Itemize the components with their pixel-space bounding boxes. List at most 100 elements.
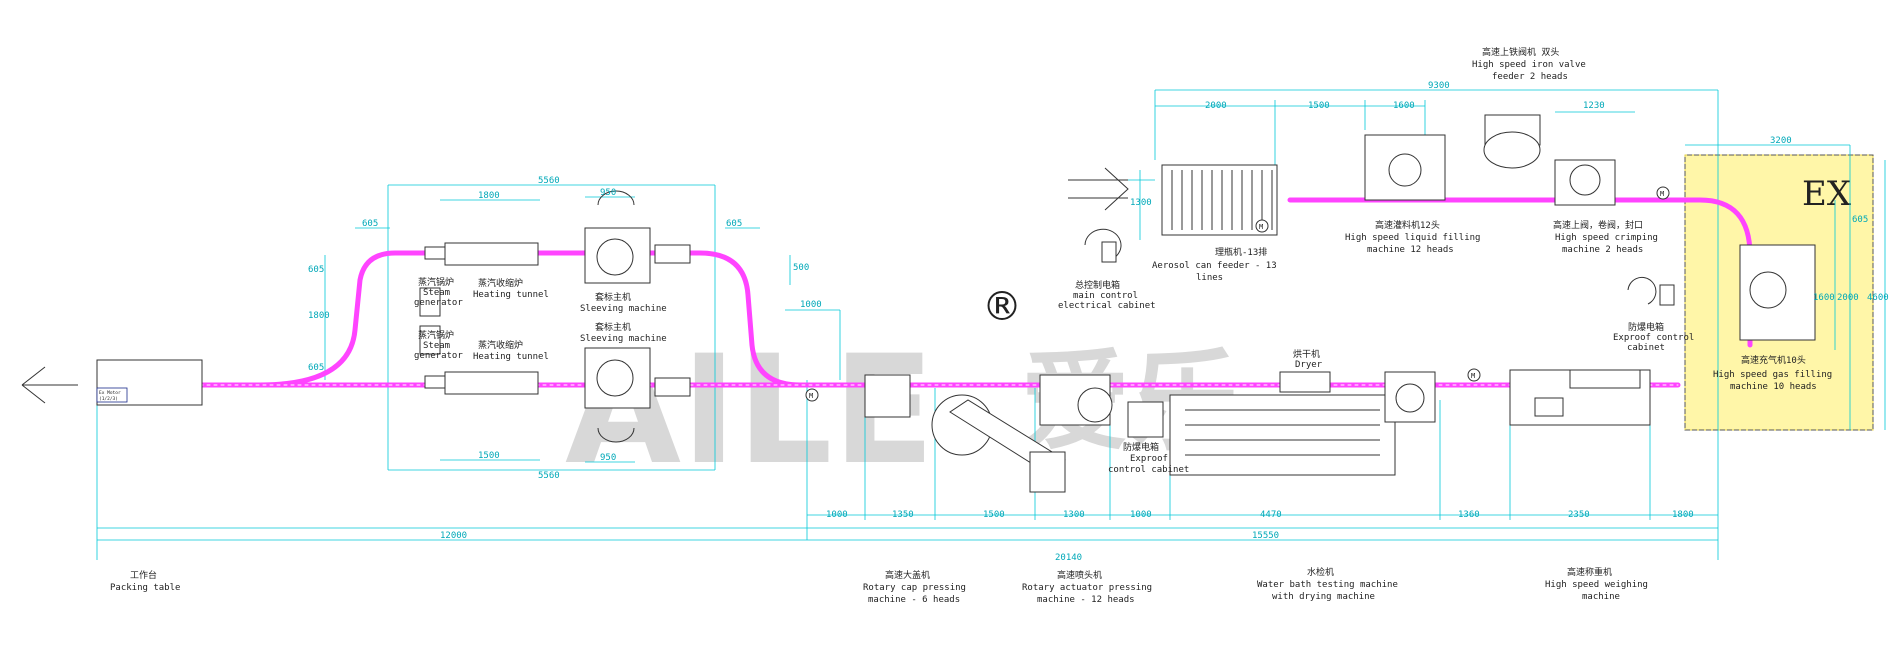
svg-text:Rotary actuator pressing: Rotary actuator pressing — [1022, 583, 1152, 593]
top-row-machines — [1161, 114, 1816, 341]
exproof-control-cabinet-bottom — [1127, 401, 1164, 438]
svg-text:Exproof control: Exproof control — [1613, 333, 1694, 343]
label-water-bath: 水检机 Water bath testing machine with dryi… — [1257, 566, 1398, 602]
dim-top-5: 3200 — [1770, 136, 1792, 146]
label-steam-top: 蒸汽锅炉 Steam generator — [414, 276, 463, 308]
svg-text:水检机: 水检机 — [1307, 566, 1334, 578]
dim-zone-1: 1600 — [1813, 293, 1835, 303]
svg-text:lines: lines — [1196, 273, 1223, 283]
output-arrow — [21, 366, 78, 404]
conveyor-sleeve-loop — [257, 250, 803, 388]
svg-text:蒸汽收缩炉: 蒸汽收缩炉 — [478, 339, 523, 351]
dryer — [1279, 371, 1331, 393]
packing-table: Ex Motor (1/2/3) — [96, 359, 203, 406]
dim-sleeve-3: 1500 — [478, 451, 500, 461]
svg-text:高速称重机: 高速称重机 — [1567, 566, 1612, 578]
motor-icon-4: M — [1255, 219, 1269, 233]
machine-labels: 工作台 Packing table 高速大盖机 Rotary cap press… — [110, 46, 1832, 605]
dim-bottom-2: 1500 — [983, 510, 1005, 520]
label-heating-bottom: 蒸汽收缩炉 Heating tunnel — [473, 339, 549, 362]
svg-text:Sleeving machine: Sleeving machine — [580, 304, 667, 314]
dim-right-block: 15550 — [1252, 531, 1279, 541]
svg-text:High speed weighing: High speed weighing — [1545, 580, 1648, 590]
dim-bottom-3: 1300 — [1063, 510, 1085, 520]
packing-table-plate-line-2: (1/2/3) — [99, 396, 118, 402]
motor-symbols: M M M M — [805, 186, 1670, 402]
svg-text:M: M — [1660, 190, 1664, 198]
label-cap-pressing: 高速大盖机 Rotary cap pressing machine - 6 he… — [863, 569, 966, 605]
cap-pressing-base — [864, 374, 911, 418]
svg-text:Rotary cap pressing: Rotary cap pressing — [863, 583, 966, 593]
svg-text:高速充气机10头: 高速充气机10头 — [1741, 354, 1806, 366]
dim-sleeve-0: 5560 — [538, 176, 560, 186]
label-main-cabinet: 总控制电箱 main control electrical cabinet — [1058, 279, 1156, 311]
label-crimping: 高速上阀，卷阀，封口 High speed crimping machine 2… — [1553, 219, 1658, 255]
svg-text:cabinet: cabinet — [1627, 343, 1665, 353]
svg-text:High speed crimping: High speed crimping — [1555, 233, 1658, 243]
svg-text:High speed liquid filling: High speed liquid filling — [1345, 233, 1480, 243]
water-bath — [1169, 394, 1396, 476]
svg-text:套标主机: 套标主机 — [595, 291, 631, 303]
exproof-control-cabinet-right — [1627, 276, 1657, 305]
motor-icon-2: M — [1467, 368, 1481, 382]
inbound-arrow — [1068, 167, 1129, 211]
dim-zone-0: 605 — [1852, 215, 1868, 225]
svg-text:High speed iron valve: High speed iron valve — [1472, 60, 1586, 70]
svg-text:Steam: Steam — [423, 341, 450, 351]
dim-top-3: 1600 — [1393, 101, 1415, 111]
label-heating-top: 蒸汽收缩炉 Heating tunnel — [473, 277, 549, 300]
dim-sleeve-1: 5560 — [538, 471, 560, 481]
dim-zone-3: 4600 — [1867, 293, 1889, 303]
steam-generator-bottom — [419, 325, 441, 355]
dim-bottom-0: 1000 — [826, 510, 848, 520]
dim-conveyor-1: 1300 — [1130, 198, 1152, 208]
svg-text:总控制电箱: 总控制电箱 — [1075, 279, 1120, 291]
water-bath-infeed — [1384, 371, 1436, 423]
registered-mark: ® — [982, 284, 1022, 330]
label-weighing: 高速称重机 High speed weighing machine — [1545, 566, 1648, 602]
dimension-values: 20140 12000 15550 1000 1350 1500 1300 10… — [308, 81, 1889, 563]
svg-text:with drying machine: with drying machine — [1272, 592, 1375, 602]
svg-text:feeder 2 heads: feeder 2 heads — [1492, 72, 1568, 82]
cabinets — [1068, 167, 1675, 306]
sleeving-area — [419, 190, 691, 443]
svg-text:高速灌料机12头: 高速灌料机12头 — [1375, 219, 1440, 231]
dim-conveyor-0: 1000 — [800, 300, 822, 310]
svg-text:防爆电箱: 防爆电箱 — [1123, 441, 1159, 453]
dim-bottom-7: 2350 — [1568, 510, 1590, 520]
label-sleeving-bottom: 套标主机 Sleeving machine — [580, 321, 667, 344]
conveyor-top-line — [1287, 197, 1753, 348]
heating-tunnel-bottom — [444, 371, 539, 395]
label-sleeving-top: 套标主机 Sleeving machine — [580, 291, 667, 314]
dim-sleeve-11: 500 — [793, 263, 809, 273]
dim-overall: 20140 — [1055, 553, 1082, 563]
svg-text:高速上铁阀机 双头: 高速上铁阀机 双头 — [1482, 46, 1559, 58]
dim-sleeve-7: 605 — [726, 219, 742, 229]
svg-text:蒸汽收缩炉: 蒸汽收缩炉 — [478, 277, 523, 289]
svg-text:control cabinet: control cabinet — [1108, 465, 1189, 475]
main-control-cabinet — [1084, 228, 1122, 261]
svg-text:High speed gas filling: High speed gas filling — [1713, 370, 1832, 380]
svg-text:Dryer: Dryer — [1295, 360, 1323, 370]
dim-sleeve-2: 1800 — [478, 191, 500, 201]
svg-text:高速上阀，卷阀，封口: 高速上阀，卷阀，封口 — [1553, 219, 1643, 231]
svg-text:machine: machine — [1582, 592, 1620, 602]
svg-text:machine 10 heads: machine 10 heads — [1730, 382, 1817, 392]
svg-text:防爆电箱: 防爆电箱 — [1628, 321, 1664, 333]
svg-text:Heating tunnel: Heating tunnel — [473, 290, 549, 300]
label-exproof-cabinet-bottom: 防爆电箱 Exproof control cabinet — [1108, 441, 1189, 475]
label-dryer: 烘干机 Dryer — [1293, 348, 1323, 370]
svg-text:高速喷头机: 高速喷头机 — [1057, 569, 1102, 581]
motor-icon-1: M — [805, 388, 819, 402]
dim-top-1: 2000 — [1205, 101, 1227, 111]
svg-text:machine 2 heads: machine 2 heads — [1562, 245, 1643, 255]
dim-bottom-4: 1000 — [1130, 510, 1152, 520]
dim-bottom-1: 1350 — [892, 510, 914, 520]
dim-sleeve-8: 605 — [308, 265, 324, 275]
motor-icon-3: M — [1656, 186, 1670, 200]
dim-sleeve-10: 1800 — [308, 311, 330, 321]
svg-text:generator: generator — [414, 351, 463, 361]
svg-text:理瓶机-13排: 理瓶机-13排 — [1215, 246, 1267, 258]
